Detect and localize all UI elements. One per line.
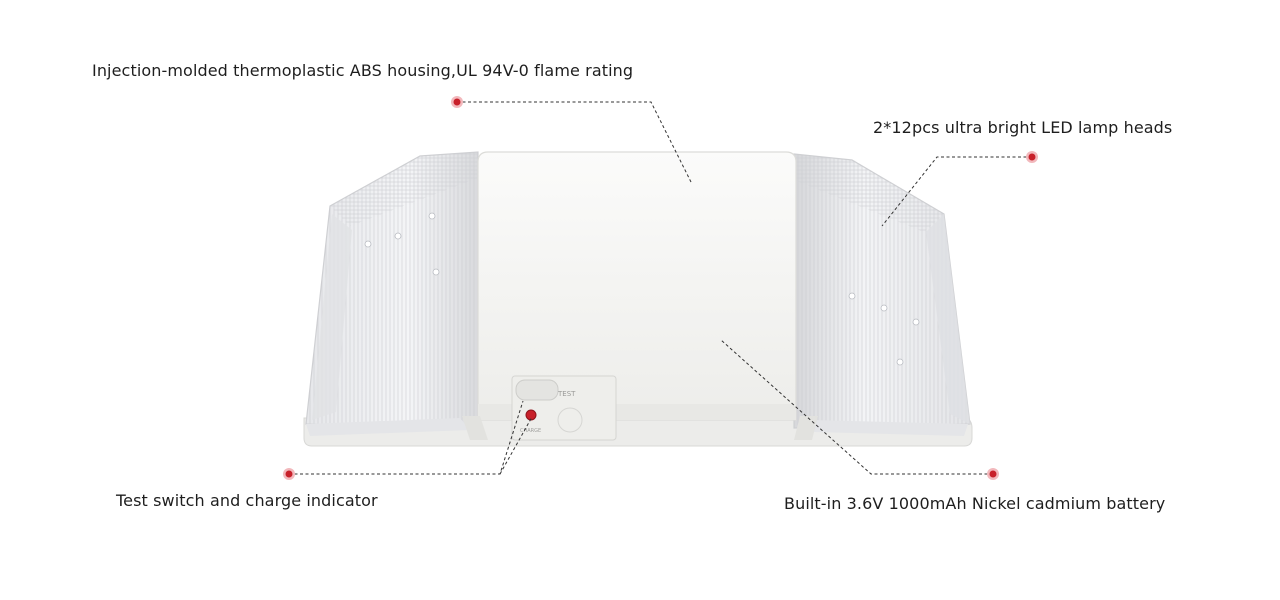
led-dot bbox=[896, 358, 904, 366]
callout-battery: Built-in 3.6V 1000mAh Nickel cadmium bat… bbox=[784, 494, 1166, 513]
marker-housing bbox=[451, 96, 463, 108]
charge-label: CHARGE bbox=[520, 428, 541, 434]
charge-indicator-led bbox=[525, 409, 537, 421]
led-dot bbox=[428, 212, 436, 220]
right-lamp-head bbox=[793, 153, 971, 436]
marker-led bbox=[1026, 151, 1038, 163]
led-dot bbox=[848, 292, 856, 300]
leader-line-led bbox=[881, 156, 1032, 227]
marker-test bbox=[283, 468, 295, 480]
callout-led-heads: 2*12pcs ultra bright LED lamp heads bbox=[873, 118, 1173, 137]
marker-battery bbox=[987, 468, 999, 480]
test-label: TEST bbox=[557, 390, 576, 398]
led-dot bbox=[394, 232, 402, 240]
central-housing bbox=[462, 151, 818, 441]
left-lamp-head bbox=[305, 151, 479, 436]
callout-test-switch: Test switch and charge indicator bbox=[116, 491, 378, 510]
led-dot bbox=[364, 240, 372, 248]
led-dot bbox=[432, 268, 440, 276]
led-dot bbox=[912, 318, 920, 326]
led-dot bbox=[880, 304, 888, 312]
callout-housing: Injection-molded thermoplastic ABS housi… bbox=[92, 61, 634, 80]
leader-line-housing bbox=[457, 101, 693, 185]
leader-line-battery bbox=[720, 339, 993, 475]
